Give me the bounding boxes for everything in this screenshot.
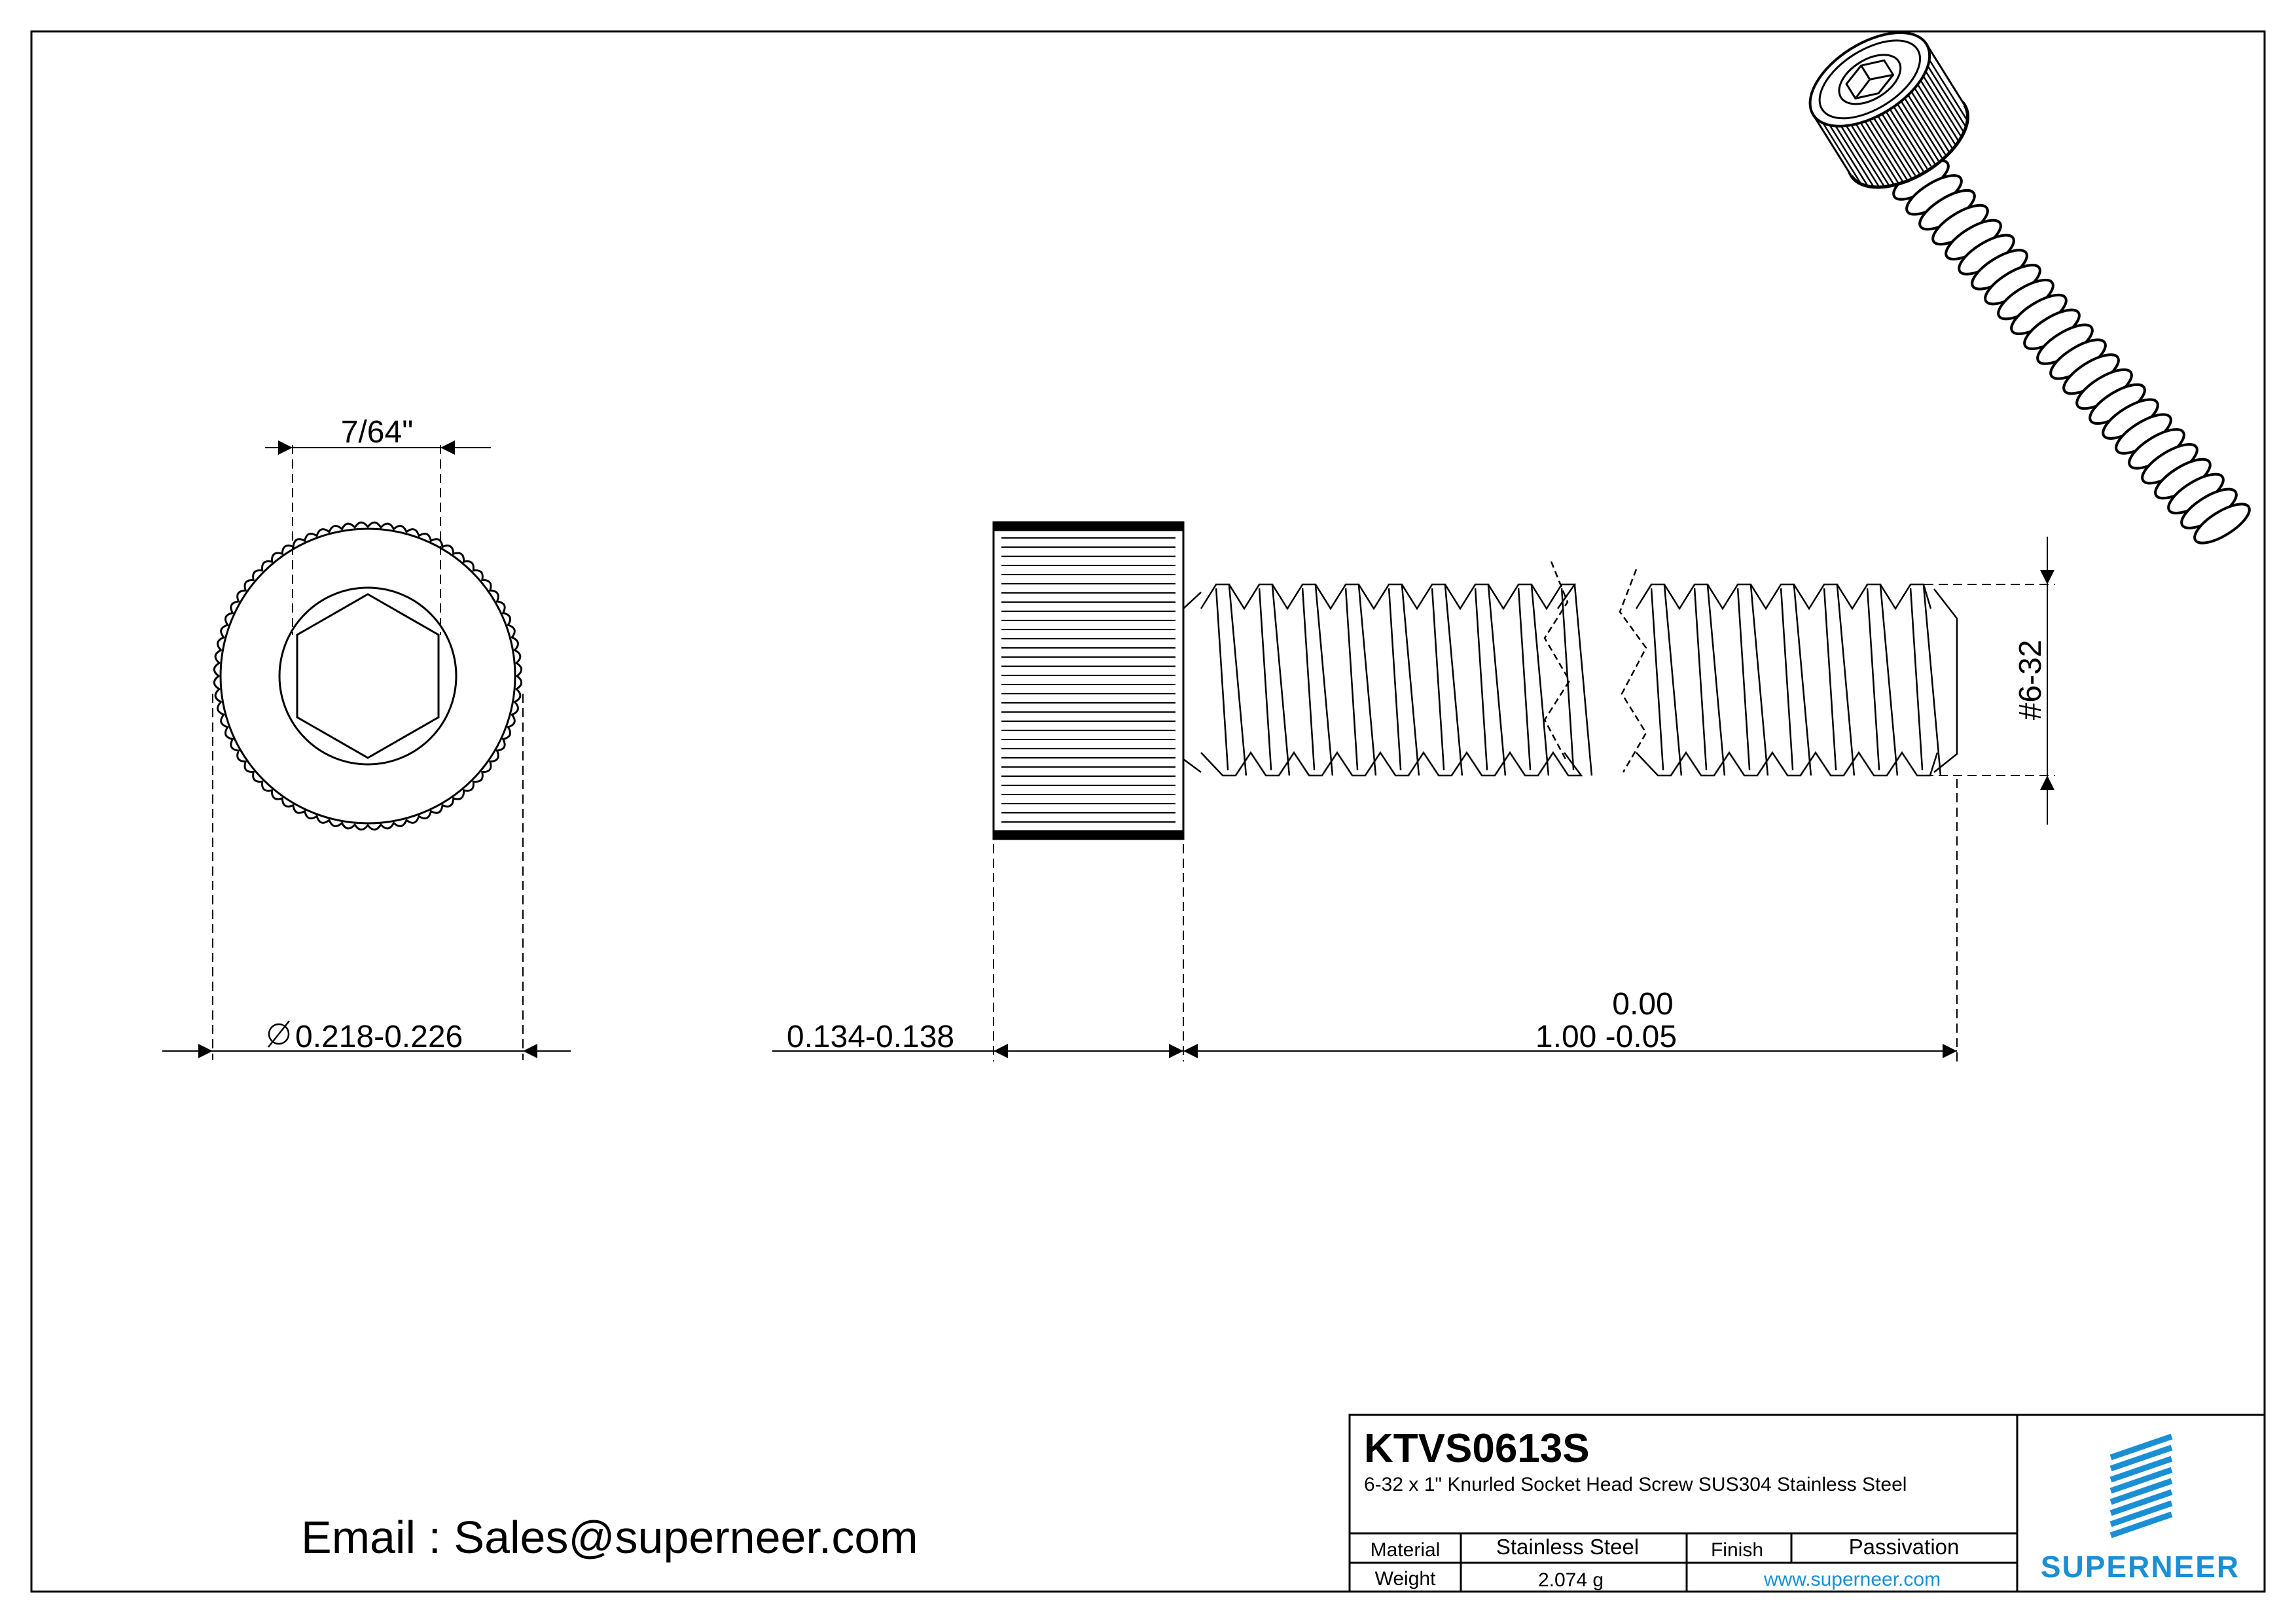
part-description: 6-32 x 1" Knurled Socket Head Screw SUS3… <box>1364 1474 1907 1495</box>
length-upper-tolerance: 0.00 <box>1612 987 1673 1022</box>
superneer-logo-icon <box>2109 1433 2173 1539</box>
thread-flanks-right <box>1650 584 1942 776</box>
head-end-view <box>213 521 523 831</box>
finish-value: Passivation <box>1849 1535 1960 1559</box>
break-line-left <box>1543 561 1571 760</box>
contact-email: Email : Sales@superneer.com <box>301 1512 918 1563</box>
knurl-lines <box>1001 537 1175 823</box>
thread-end-chamfer <box>1933 588 1958 773</box>
length-dimensions <box>772 779 1958 1061</box>
thread-size-dimension <box>1924 537 2055 825</box>
thread-flanks-left <box>1215 584 1593 776</box>
head-diameter-label: 0.218-0.226 <box>295 1020 463 1054</box>
brand-name: SUPERNEER <box>2041 1550 2240 1584</box>
material-value: Stainless Steel <box>1496 1535 1639 1559</box>
title-block <box>1348 1414 2266 1593</box>
socket-circle <box>278 586 457 766</box>
thread-size-label: #6-32 <box>2013 640 2048 721</box>
hex-key-dimension <box>265 440 491 635</box>
iso-thread-rings <box>1892 159 2251 544</box>
diameter-symbol-icon <box>268 1020 290 1048</box>
website-link[interactable]: www.superneer.com <box>1763 1569 1941 1590</box>
knurled-outline <box>213 521 523 831</box>
thread-crest-top-left <box>1200 583 1577 611</box>
thread-crest-top-right <box>1635 583 1932 611</box>
drawing-frame <box>30 30 2266 1593</box>
hex-socket <box>296 593 440 759</box>
break-line-right <box>1619 569 1647 773</box>
weight-label: Weight <box>1375 1568 1436 1590</box>
head-diameter-dimension <box>162 694 571 1060</box>
weight-value: 2.074 g <box>1538 1569 1604 1591</box>
hex-key-dimension-label: 7/64" <box>341 415 413 450</box>
thread-shank <box>1183 561 1958 777</box>
length-label: 1.00 -0.05 <box>1535 1020 1677 1054</box>
head-inner-circle <box>219 527 516 825</box>
head-height-label: 0.134-0.138 <box>787 1020 954 1054</box>
screw-head-side <box>992 521 1185 840</box>
thread-crest-bottom-right <box>1636 751 1939 777</box>
material-label: Material <box>1371 1539 1441 1561</box>
part-number: KTVS0613S <box>1364 1426 1590 1471</box>
thread-crest-bottom-left <box>1200 751 1583 777</box>
finish-label: Finish <box>1711 1539 1763 1561</box>
isometric-view <box>1808 31 2251 544</box>
